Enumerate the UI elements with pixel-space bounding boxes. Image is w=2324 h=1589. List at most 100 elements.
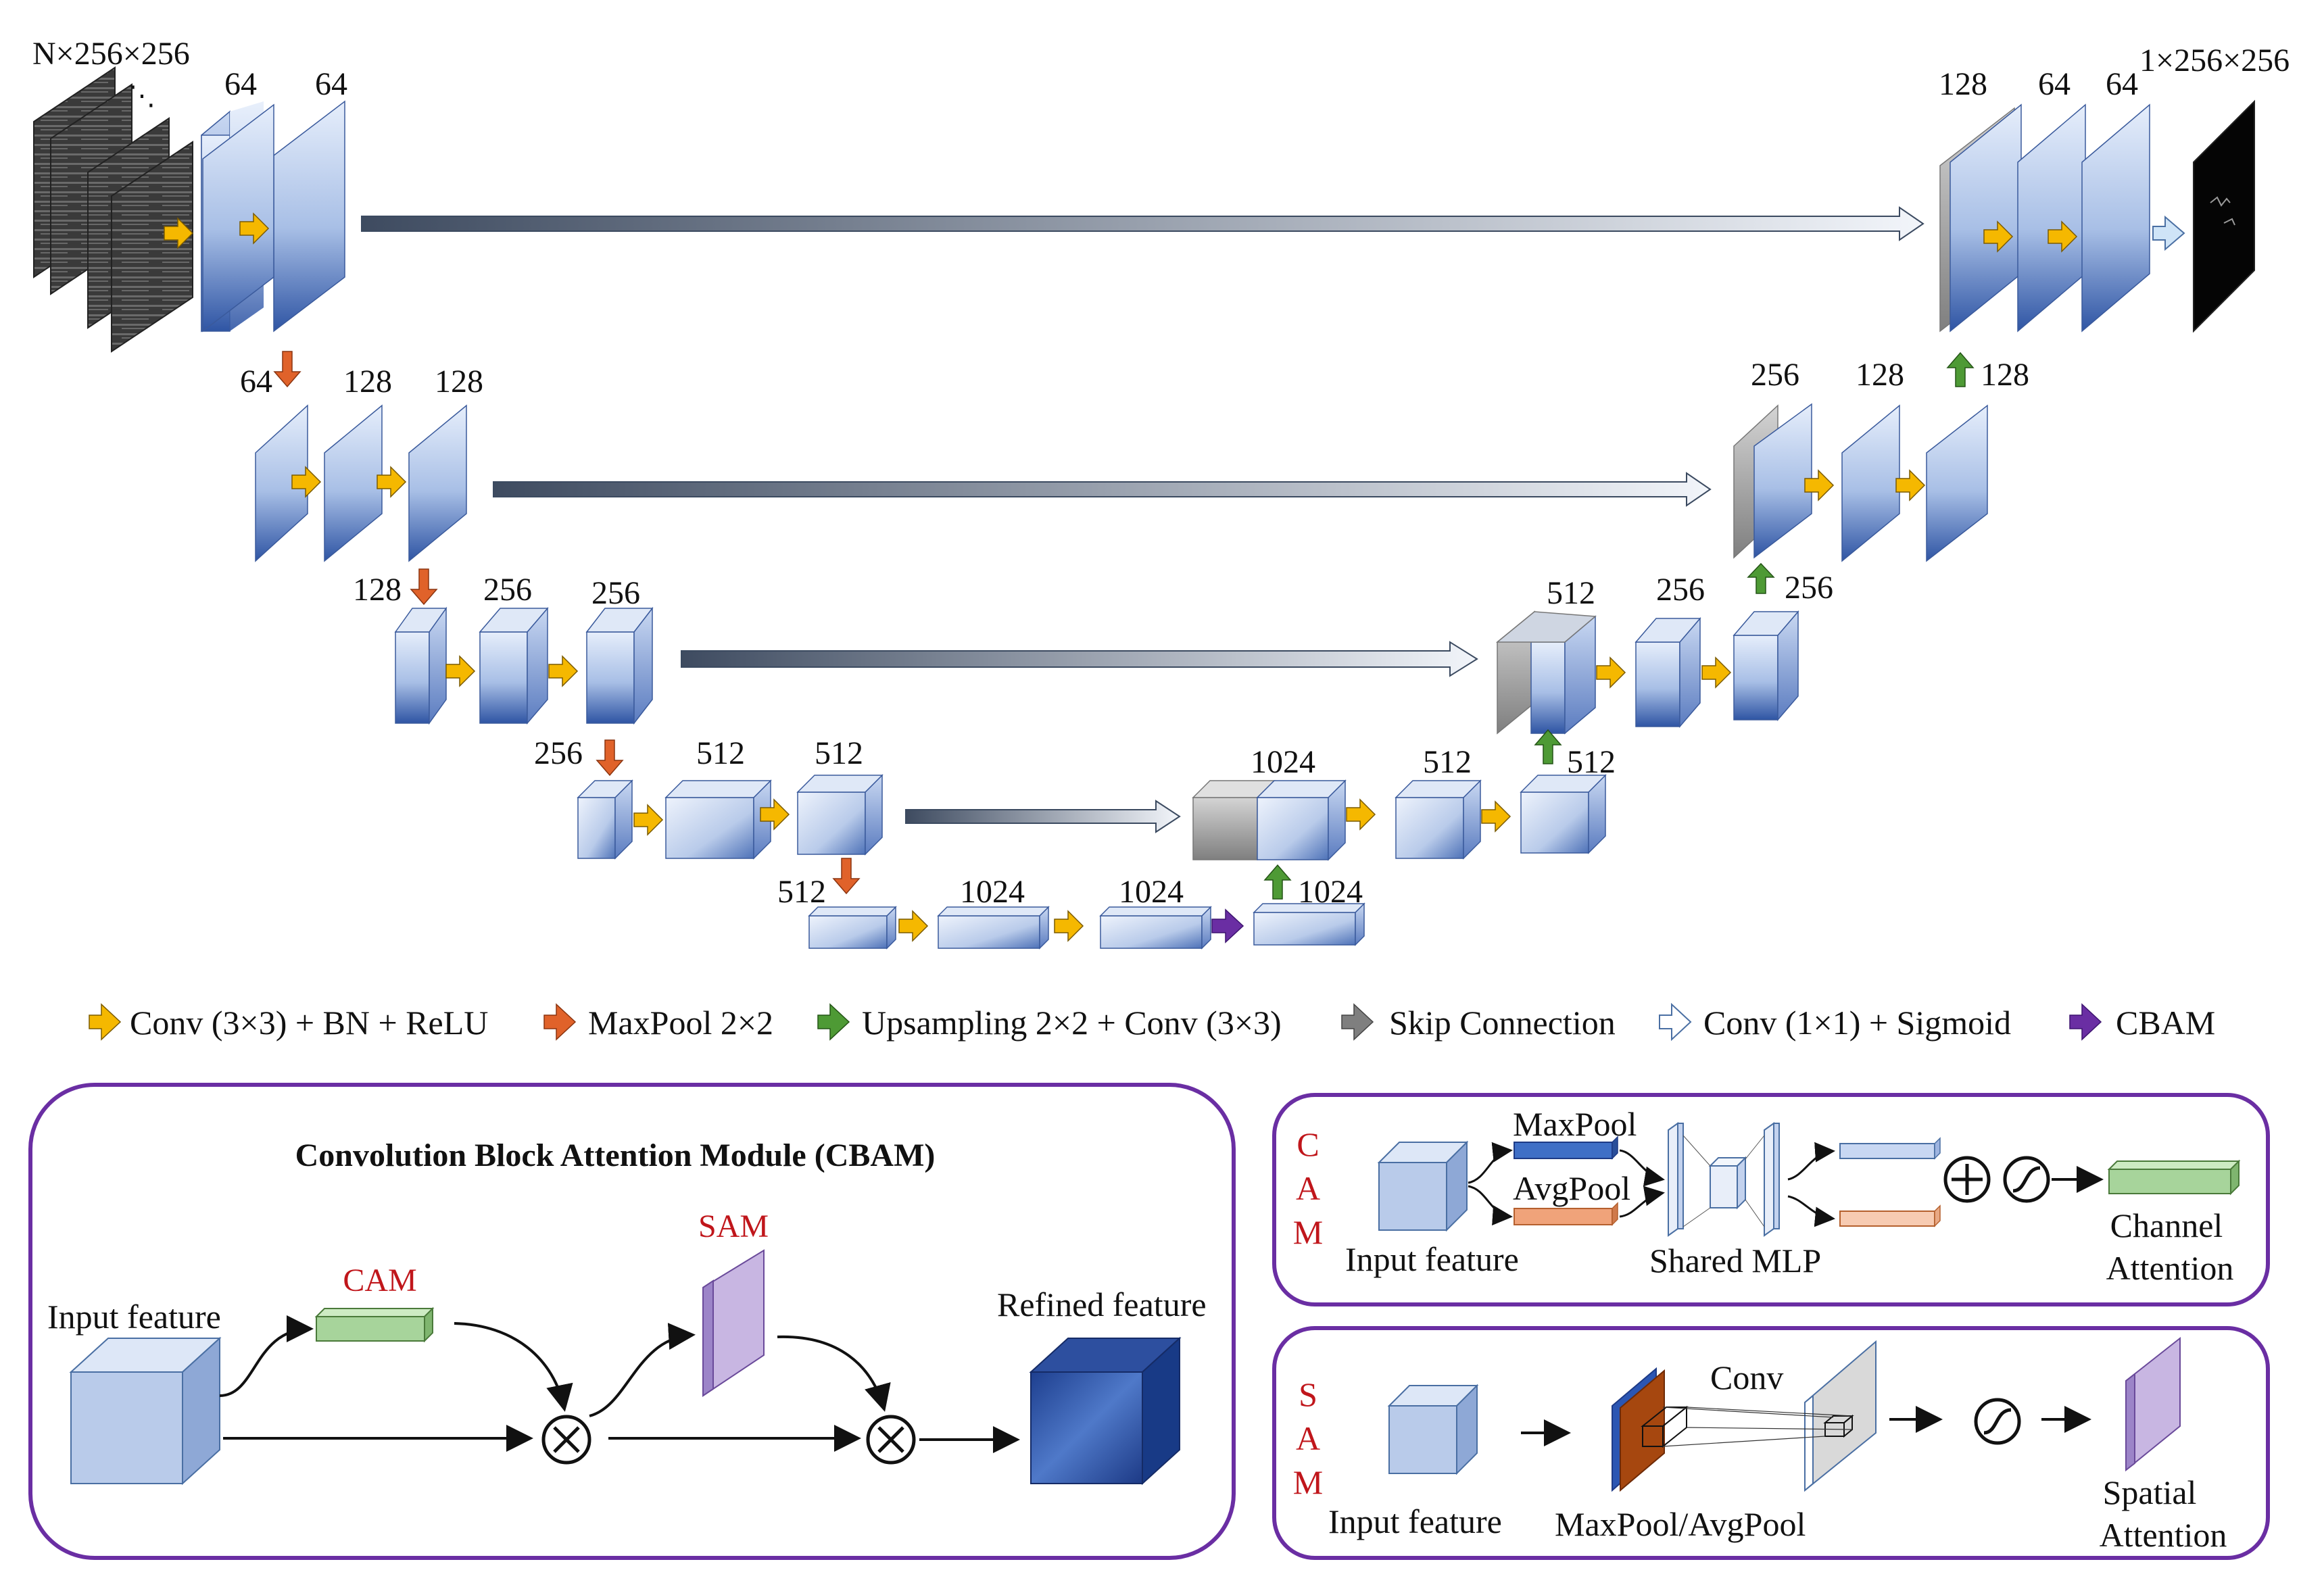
cam-flow-maxpool: [1468, 1142, 1513, 1184]
conv-arrows: [164, 212, 2078, 942]
cam-side-a: A: [1296, 1169, 1320, 1207]
enc3-label-a: 128: [353, 572, 402, 608]
bottleneck-label-a: 512: [777, 874, 826, 910]
cam-maxpool-bar: [1514, 1135, 1618, 1160]
legend: Conv (3×3) + BN + ReLU MaxPool 2×2 Upsam…: [89, 1002, 2215, 1042]
cam-mlp-label: Shared MLP: [1649, 1242, 1821, 1279]
dec1-block-c: [2081, 103, 2150, 333]
conv-arrow: [2048, 220, 2078, 253]
cam-flow-mlp2: [1619, 1185, 1665, 1218]
cam-side-m: M: [1293, 1213, 1323, 1251]
sam-out-label-2: Attention: [2100, 1516, 2227, 1554]
cbam-title: Convolution Block Attention Module (CBAM…: [295, 1138, 936, 1173]
cbam-refined-cube: [1029, 1336, 1182, 1486]
enc1-label-a: 64: [224, 66, 257, 102]
dec3-block-c: [1733, 610, 1799, 722]
enc2-label-c: 128: [435, 364, 483, 399]
cam-out-bar-1: [1839, 1137, 1941, 1160]
conv-arrow: [239, 212, 270, 245]
cam-avgpool-label: AvgPool: [1513, 1169, 1630, 1207]
maxpool-arrow: [832, 858, 861, 895]
conv-arrow: [1596, 656, 1626, 689]
conv-arrow: [445, 655, 476, 687]
legend-conv1-swatch: [1659, 1002, 1692, 1042]
conv-arrow: [1701, 656, 1732, 689]
maxpool-arrows: [273, 351, 861, 895]
conv-arrow: [291, 466, 322, 498]
cbam-sam-label: SAM: [698, 1208, 769, 1244]
sam-proj-line: [1662, 1436, 1826, 1447]
bottleneck-label-c: 1024: [1119, 874, 1184, 910]
dec2-block-b: [1841, 404, 1900, 562]
conv-arrow: [164, 217, 194, 249]
cam-avgpool-bar: [1514, 1202, 1618, 1226]
cam-maxpool-label: MaxPool: [1513, 1105, 1637, 1143]
skip-connection-l4: [905, 800, 1181, 833]
cam-out-label-2: Attention: [2106, 1249, 2234, 1287]
dec2-label-a: 256: [1751, 357, 1799, 393]
bottleneck-block-c: [1099, 906, 1212, 950]
maxpool-arrow: [273, 351, 301, 388]
upsample-arrows: [1263, 351, 1975, 900]
enc1-block-a-face: [202, 103, 274, 333]
cbam-input-cube: [69, 1336, 222, 1486]
legend-conv-label: Conv (3×3) + BN + ReLU: [130, 1004, 488, 1042]
conv-arrow: [1983, 220, 2014, 253]
conv1x1-arrow: [2152, 215, 2185, 251]
sam-out-label-1: Spatial: [2103, 1473, 2197, 1511]
cbam-refined-label: Refined feature: [997, 1286, 1207, 1323]
conv-arrow: [1054, 910, 1084, 942]
enc4-block-c: [796, 774, 883, 856]
flow-cam-to-mult: [454, 1322, 573, 1412]
dec3-label-b: 256: [1656, 572, 1705, 608]
shared-mlp: [1668, 1122, 1780, 1237]
sam-input-cube: [1387, 1384, 1479, 1475]
multiply-icon: [541, 1415, 591, 1465]
cam-side-c: C: [1297, 1125, 1319, 1163]
legend-cbam-swatch: [2069, 1003, 2102, 1041]
legend-upsample-swatch: [817, 1003, 850, 1041]
cbam-cam-bar: [314, 1306, 435, 1343]
dec4-concat-block: [1192, 779, 1347, 861]
skip-connection-l2: [493, 472, 1712, 507]
sam-side-m: M: [1293, 1463, 1323, 1501]
sam-pool-block: [1612, 1367, 1689, 1492]
output-mask: [2193, 99, 2255, 333]
enc4-label-c: 512: [815, 735, 863, 771]
output-size-label: 1×256×256: [2139, 43, 2290, 78]
enc2-block-b: [324, 404, 383, 562]
conv-arrow: [377, 466, 407, 498]
legend-maxpool-label: MaxPool 2×2: [588, 1004, 773, 1042]
flow-input-to-cam: [219, 1315, 314, 1397]
enc2-block-a: [255, 404, 308, 562]
conv-arrow: [1481, 800, 1511, 833]
cam-out-bar-2: [1839, 1204, 1941, 1227]
maxpool-arrow: [410, 568, 438, 606]
sam-input-label: Input feature: [1328, 1502, 1502, 1540]
flow-sam-to-mult: [777, 1335, 891, 1412]
dec1-label-c: 64: [2106, 66, 2138, 102]
sam-conv-plane: [1804, 1340, 1877, 1492]
sam-panel: S A M Input feature Conv MaxPool/A: [1272, 1326, 2270, 1560]
bottleneck-label-b: 1024: [960, 874, 1025, 910]
enc2-label-b: 128: [343, 364, 392, 399]
input-stack: ⋱: [33, 66, 193, 353]
cbam-input-label: Input feature: [47, 1298, 221, 1336]
cam-flow-avgpool: [1468, 1185, 1513, 1226]
dec2-concat-block: [1733, 403, 1812, 559]
flow-mult-to-sam: [589, 1323, 696, 1417]
cbam-panel: Convolution Block Attention Module (CBAM…: [28, 1083, 1236, 1560]
skip-connection-l3: [681, 641, 1478, 677]
dec4-label-b: 512: [1423, 744, 1472, 780]
spatial-attention-plane: [2125, 1336, 2181, 1472]
sigmoid-icon: [2003, 1156, 2050, 1203]
conv-arrow: [1804, 469, 1835, 502]
sam-side-a: A: [1296, 1419, 1320, 1457]
bottleneck-block-a: [808, 906, 897, 950]
sigmoid-icon: [1974, 1398, 2021, 1445]
plus-icon: [1943, 1156, 1991, 1203]
cbam-cam-label: CAM: [343, 1263, 416, 1298]
conv-arrow: [1895, 469, 1926, 502]
enc4-block-b: [664, 779, 772, 860]
legend-skip-label: Skip Connection: [1389, 1004, 1616, 1042]
